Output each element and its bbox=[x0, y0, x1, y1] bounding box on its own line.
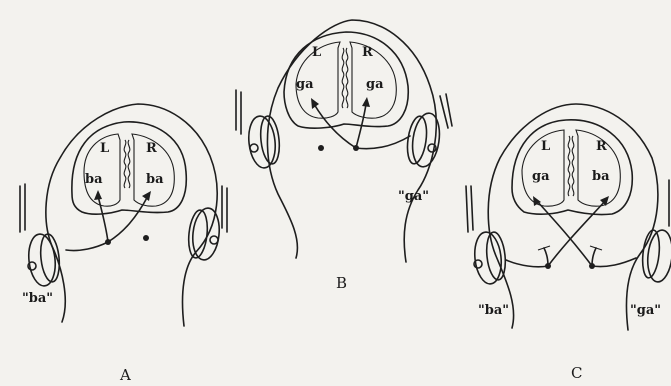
right-ear-stimulus: "ga" bbox=[398, 189, 429, 204]
pathway-ba-crossed bbox=[548, 200, 606, 266]
hemisphere-label-right: R bbox=[146, 141, 157, 156]
arrowhead-left bbox=[311, 98, 319, 109]
corpus-callosum bbox=[124, 140, 130, 188]
left-ear-stimulus: "ba" bbox=[22, 291, 53, 306]
hemisphere-label-right: R bbox=[596, 139, 607, 154]
corpus-callosum bbox=[342, 48, 348, 108]
percept-right: ga bbox=[366, 77, 384, 92]
nucleus-dot bbox=[545, 263, 551, 269]
percept-right: ba bbox=[592, 169, 610, 184]
ear-nerve-right bbox=[356, 136, 410, 149]
arrowhead-right bbox=[362, 97, 370, 107]
percept-left: ba bbox=[85, 172, 103, 187]
nucleus-dot bbox=[143, 235, 149, 241]
ear-nerve-left bbox=[506, 260, 548, 267]
ear-nerve-right bbox=[592, 258, 636, 267]
nucleus-dot bbox=[353, 145, 359, 151]
right-headphone bbox=[405, 94, 452, 169]
head-outline bbox=[46, 104, 217, 326]
hemisphere-label-right: R bbox=[362, 45, 373, 60]
pathway-to-left bbox=[98, 196, 108, 242]
panel-b: L R ga ga "ga" B bbox=[236, 20, 452, 292]
left-headphone bbox=[466, 186, 507, 285]
hemisphere-label-left: L bbox=[100, 141, 109, 156]
panel-letter: C bbox=[571, 364, 582, 382]
panel-letter: B bbox=[336, 274, 347, 292]
head-outline bbox=[488, 104, 658, 330]
left-headphone bbox=[20, 184, 61, 287]
brain-outline bbox=[512, 120, 632, 215]
left-ear-stimulus: "ba" bbox=[478, 303, 509, 318]
right-ear-stimulus: "ga" bbox=[630, 303, 661, 318]
brain-outline bbox=[72, 122, 186, 214]
arrowhead-left bbox=[94, 190, 102, 200]
panel-a: L R ba ba "ba" A bbox=[20, 104, 227, 384]
nucleus-dot bbox=[318, 145, 324, 151]
nucleus-dot bbox=[589, 263, 595, 269]
panel-letter: A bbox=[119, 366, 131, 384]
percept-left: ga bbox=[296, 77, 314, 92]
left-headphone bbox=[236, 90, 281, 169]
right-headphone bbox=[641, 180, 671, 283]
pathway-ga-crossed bbox=[536, 200, 592, 266]
hemisphere-label-left: L bbox=[312, 45, 321, 60]
percept-right: ba bbox=[146, 172, 164, 187]
panel-c: L R ga ba "ba" "ga" C bbox=[466, 104, 671, 382]
nucleus-dot bbox=[105, 239, 111, 245]
corpus-callosum bbox=[568, 136, 574, 196]
hemisphere-label-left: L bbox=[541, 139, 550, 154]
pathway-to-right bbox=[108, 196, 148, 242]
right-headphone bbox=[187, 186, 227, 261]
ear-nerve-left bbox=[66, 242, 108, 251]
percept-left: ga bbox=[532, 169, 550, 184]
